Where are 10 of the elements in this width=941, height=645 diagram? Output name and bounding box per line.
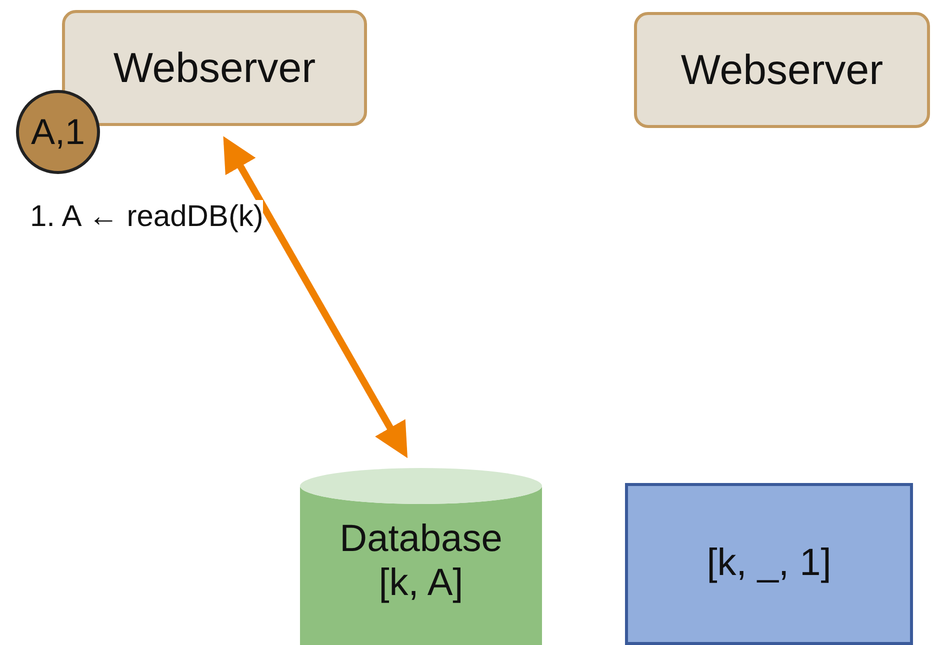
step-label: 1. A ← readDB(k) xyxy=(30,200,264,234)
double-arrow xyxy=(223,136,408,458)
cache-box xyxy=(625,483,913,645)
node-label: Webserver xyxy=(680,46,884,94)
node-label: [k, _, 1] xyxy=(706,542,832,586)
node-label: A,1 xyxy=(30,111,86,153)
node-label: Webserver xyxy=(113,44,316,92)
server-box xyxy=(634,12,930,128)
node-value: [k, A] xyxy=(378,562,464,606)
node-title: Database xyxy=(340,518,502,562)
